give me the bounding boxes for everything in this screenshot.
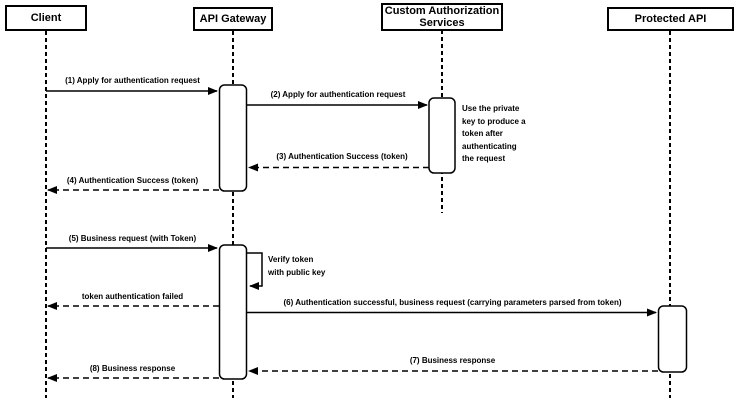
activation-protected-api xyxy=(657,305,688,373)
message-label-4: (4) Authentication Success (token) xyxy=(66,176,199,185)
actor-custom-authorization-services: Custom Authorization Services xyxy=(381,3,503,31)
message-label-1: (1) Apply for authentication request xyxy=(65,76,200,85)
activation-api-gateway-2 xyxy=(218,244,248,380)
actor-protected-api: Protected API xyxy=(607,7,734,31)
note-private-key: Use the private key to produce a token a… xyxy=(462,104,526,163)
arrow-self-verify-token xyxy=(247,252,263,290)
message-label-7: (7) Business response xyxy=(409,356,496,365)
message-label-8: (8) Business response xyxy=(89,364,176,373)
actor-api-gateway: API Gateway xyxy=(193,7,273,31)
message-label-3: (3) Authentication Success (token) xyxy=(276,152,408,161)
message-label-6: (6) Authentication successful, business … xyxy=(283,298,622,307)
activation-api-gateway-1 xyxy=(218,84,248,192)
message-label-token-failed: token authentication failed xyxy=(81,292,184,301)
actor-client: Client xyxy=(5,5,87,31)
activation-custom-authorization xyxy=(428,97,456,174)
self-message-label-verify-token: Verify token with public key xyxy=(268,255,326,277)
message-label-2: (2) Apply for authentication request xyxy=(270,90,406,99)
message-label-5: (5) Business request (with Token) xyxy=(68,234,197,243)
